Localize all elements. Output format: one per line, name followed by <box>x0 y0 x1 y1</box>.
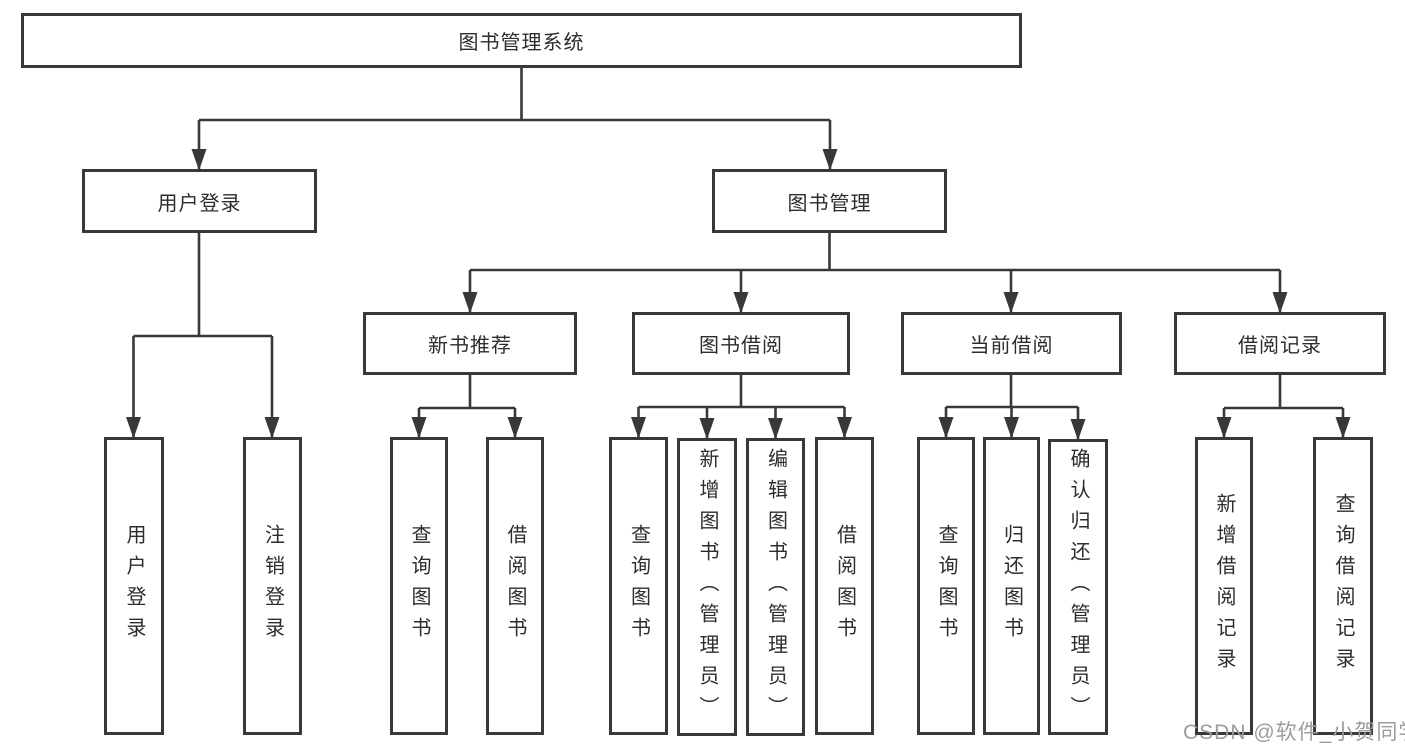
node-leaf-user-login: 用户登录 <box>104 437 164 735</box>
node-leaf-borrowing-add-books-admin: 新增图书（管理员） <box>677 438 737 736</box>
csdn-watermark: CSDN @软件_小贺同学 <box>1183 721 1405 744</box>
node-user-login: 用户登录 <box>82 169 317 233</box>
node-leaf-recommend-query-books: 查询图书 <box>390 437 448 735</box>
node-leaf-borrowing-edit-books-admin: 编辑图书（管理员） <box>746 438 805 736</box>
node-book-borrowing: 图书借阅 <box>632 312 850 375</box>
node-leaf-records-query-record: 查询借阅记录 <box>1313 437 1373 735</box>
node-leaf-borrowing-query-books: 查询图书 <box>609 437 668 735</box>
node-leaf-logout: 注销登录 <box>243 437 302 735</box>
node-leaf-borrowing-borrow-books: 借阅图书 <box>815 437 874 735</box>
node-leaf-records-add-record: 新增借阅记录 <box>1195 437 1253 735</box>
node-leaf-current-query-books: 查询图书 <box>917 437 975 735</box>
node-current-borrowing: 当前借阅 <box>901 312 1122 375</box>
node-borrowing-records: 借阅记录 <box>1174 312 1386 375</box>
node-leaf-recommend-borrow-books: 借阅图书 <box>486 437 544 735</box>
node-new-book-recommendation: 新书推荐 <box>363 312 577 375</box>
node-book-management: 图书管理 <box>712 169 947 233</box>
node-leaf-current-return-books: 归还图书 <box>983 437 1040 735</box>
node-leaf-current-confirm-return-admin: 确认归还（管理员） <box>1048 439 1108 735</box>
node-root-library-management-system: 图书管理系统 <box>21 13 1022 68</box>
